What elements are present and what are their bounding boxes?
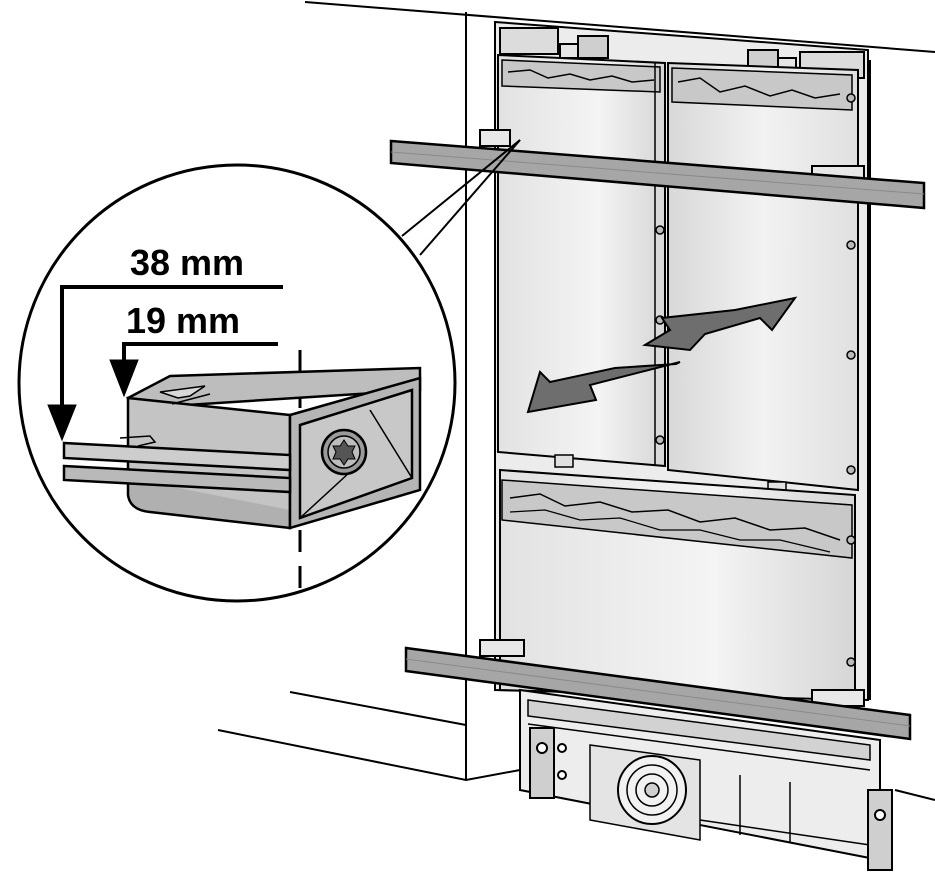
lower-mounting-bar bbox=[404, 639, 912, 741]
door-panel-plates bbox=[62, 435, 292, 494]
top-hinge-left bbox=[499, 27, 609, 59]
push-right-arrow-icon bbox=[641, 296, 798, 352]
base-plinth bbox=[519, 688, 893, 871]
niche-walls bbox=[217, 1, 935, 801]
upper-right-door-panel bbox=[667, 61, 859, 492]
torx-screw-icon bbox=[320, 428, 368, 476]
detail-leader-lines bbox=[401, 139, 521, 256]
dimension-inner-label: 19 mm bbox=[126, 300, 240, 341]
detail-magnifier: 38 mm 19 mm bbox=[17, 163, 457, 603]
dimension-38mm-marker bbox=[47, 285, 283, 442]
leveling-foot-right bbox=[867, 789, 893, 871]
dimension-19mm-marker bbox=[109, 342, 278, 398]
upper-left-door-panel bbox=[497, 53, 666, 468]
dimension-outer-label: 38 mm bbox=[130, 242, 244, 283]
lower-drawer-panel bbox=[499, 468, 856, 702]
leveling-foot-left bbox=[529, 727, 567, 799]
pull-left-arrow-icon bbox=[526, 361, 681, 414]
appliance bbox=[494, 20, 869, 702]
upper-mounting-bar bbox=[389, 129, 926, 210]
fan-icon bbox=[617, 755, 687, 825]
